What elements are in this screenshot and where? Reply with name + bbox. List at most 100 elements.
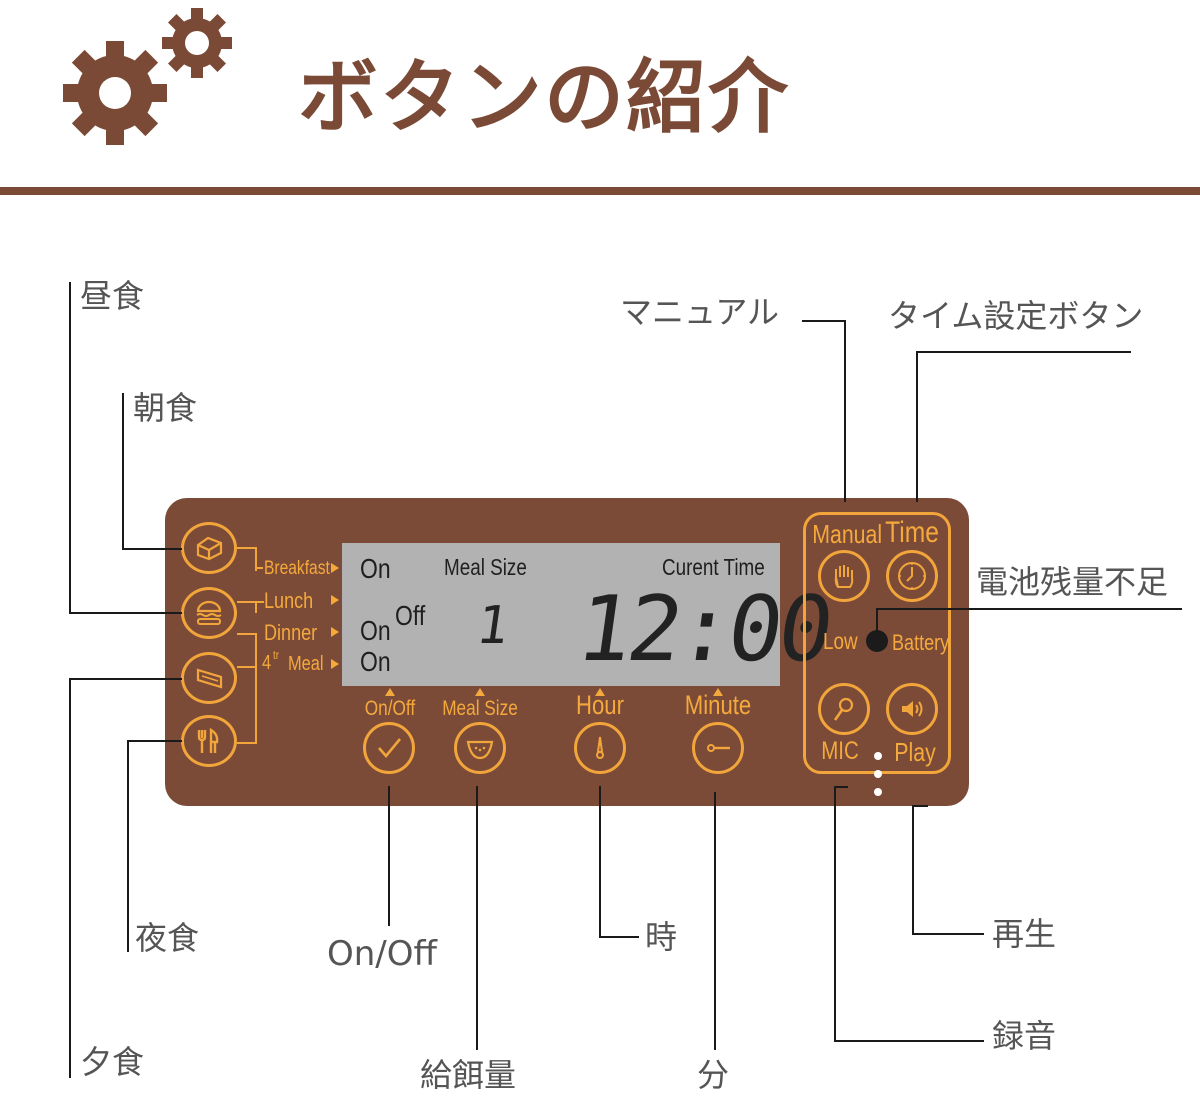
callout-minute: 分 — [697, 1056, 730, 1094]
fourth-meal-label: Meal — [288, 653, 324, 675]
callout-play: 再生 — [992, 915, 1057, 953]
mic-button-label: MIC — [821, 737, 859, 765]
on-off-button[interactable] — [363, 722, 415, 774]
leader-play-top — [912, 805, 928, 807]
lunch-button[interactable] — [181, 587, 237, 639]
gears-icon — [63, 8, 232, 145]
meal-connector-lunch-v — [255, 601, 257, 613]
burger-icon — [196, 600, 222, 625]
microphone-icon — [833, 697, 854, 721]
time-button-label: Time — [885, 516, 939, 549]
callout-meal-amount: 給餌量 — [420, 1056, 517, 1094]
lcd-time-value: 12:00 — [570, 577, 837, 682]
mic-button[interactable] — [818, 683, 870, 735]
on-off-indicator — [385, 688, 395, 696]
minute-indicator — [713, 688, 723, 696]
time-button[interactable] — [886, 550, 938, 602]
callout-low-battery: 電池残量不足 — [976, 563, 1169, 601]
lunch-arrow — [331, 595, 339, 605]
callout-dinner: 夕食 — [80, 1043, 145, 1081]
mic-hole-3 — [874, 788, 882, 796]
lcd-on-mid: On — [360, 615, 391, 646]
mic-hole-1 — [874, 752, 882, 760]
meal-connector-dinner — [237, 633, 257, 680]
leader-night-h — [127, 740, 182, 742]
meal-size-indicator — [475, 688, 485, 696]
minute-button[interactable] — [692, 722, 744, 774]
lunch-label: Lunch — [264, 588, 314, 613]
play-button[interactable] — [886, 683, 938, 735]
minute-button-label: Minute — [684, 690, 752, 720]
lcd-off-mid: Off — [395, 600, 426, 631]
leader-mic-top — [834, 786, 848, 788]
breakfast-button[interactable] — [181, 522, 237, 574]
manual-button-label: Manual — [812, 519, 883, 549]
callout-record: 録音 — [992, 1017, 1057, 1055]
fork-knife-icon — [197, 727, 219, 753]
minute-hand-icon — [707, 744, 730, 752]
clock-icon — [898, 562, 926, 590]
mic-hole-2 — [874, 770, 882, 778]
leader-onoff-v — [388, 786, 390, 926]
lcd-meal-size-label: Meal Size — [444, 554, 527, 580]
hour-hand-icon — [596, 736, 604, 759]
leader-breakfast-h — [122, 548, 182, 550]
breakfast-arrow — [331, 563, 339, 573]
meal-connector-breakfast — [237, 547, 257, 571]
leader-hour-v — [599, 786, 601, 938]
leader-mic-v — [834, 786, 836, 1042]
callout-on-off: On/Off — [327, 934, 437, 974]
cake-slice-icon — [196, 668, 223, 689]
callout-night-meal: 夜食 — [135, 919, 200, 957]
low-battery-led — [866, 630, 888, 652]
leader-lunch-v — [69, 282, 71, 614]
play-button-label: Play — [894, 737, 936, 767]
bowl-icon — [466, 740, 494, 760]
callout-manual: マニュアル — [620, 293, 780, 331]
fourth-meal-arrow — [331, 659, 339, 669]
leader-mealsize-v — [476, 786, 478, 1050]
leader-play-h — [912, 933, 984, 935]
lcd-on-bottom: On — [360, 646, 391, 677]
hour-button-label: Hour — [576, 690, 624, 720]
leader-manual-v — [844, 320, 846, 502]
hour-indicator — [595, 688, 605, 696]
leader-play-v — [912, 805, 914, 935]
header-divider — [0, 187, 1200, 195]
callout-lunch: 昼食 — [80, 277, 145, 315]
meal-size-button-label: Meal Size — [442, 697, 518, 720]
breakfast-label: Breakfast — [264, 558, 330, 579]
checkmark-icon — [378, 738, 402, 759]
manual-button[interactable] — [818, 550, 870, 602]
leader-lunch-h — [69, 612, 182, 614]
fourth-meal-sup: tr — [273, 648, 280, 662]
battery-label: Battery — [892, 630, 950, 655]
meal-connector-breakfast-tail — [255, 567, 263, 569]
leader-dinner-h — [69, 678, 182, 680]
lcd-on-top: On — [360, 553, 391, 584]
leader-battery-h — [876, 608, 1182, 610]
speaker-icon — [902, 701, 923, 717]
page-title: ボタンの紹介 — [298, 51, 790, 144]
leader-time-h — [916, 351, 1131, 353]
fourth-meal-button[interactable] — [181, 715, 237, 767]
hour-button[interactable] — [574, 722, 626, 774]
lcd-screen — [342, 543, 780, 686]
fourth-meal-prefix: 4 — [262, 652, 272, 674]
meal-connector-lunch — [237, 601, 264, 613]
leader-breakfast-v — [122, 393, 124, 550]
callout-hour: 時 — [645, 918, 678, 956]
leader-manual-h — [802, 320, 846, 322]
leader-mic-h — [834, 1040, 984, 1042]
leader-time-v — [916, 351, 918, 502]
meal-connector-fourth — [237, 666, 257, 744]
leader-minute-v — [714, 792, 716, 1050]
meal-size-button[interactable] — [454, 722, 506, 774]
leader-hour-h — [599, 936, 639, 938]
leader-night-v — [127, 740, 129, 952]
lcd-current-time-label: Curent Time — [662, 554, 765, 580]
toast-icon — [196, 536, 223, 561]
callout-time-setting: タイム設定ボタン — [888, 297, 1144, 335]
callout-breakfast: 朝食 — [133, 389, 198, 427]
on-off-button-label: On/Off — [364, 697, 416, 720]
